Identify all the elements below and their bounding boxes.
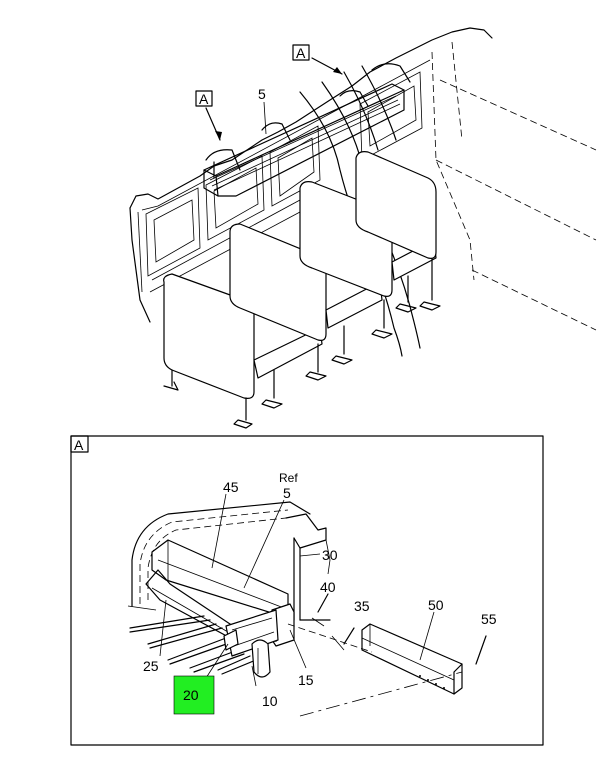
callout-30: 30 <box>322 547 338 563</box>
callout-10: 10 <box>262 693 278 709</box>
detail-view-a: A <box>70 435 544 746</box>
detail-view-tag: A <box>74 437 84 453</box>
callout-ref: Ref <box>279 471 298 485</box>
callout-20: 20 <box>183 687 199 703</box>
callout-35: 35 <box>354 598 370 614</box>
view-tag-right: A <box>296 45 306 61</box>
callout-15: 15 <box>298 672 314 688</box>
highlight-box-20 <box>173 675 215 715</box>
callout-5-upper: 5 <box>258 86 266 102</box>
callout-40: 40 <box>320 579 336 595</box>
callout-50: 50 <box>428 597 444 613</box>
callout-ref-5: 5 <box>283 485 291 501</box>
callout-55: 55 <box>481 611 497 627</box>
view-tag-left: A <box>199 91 209 107</box>
bus-interior-overview: A A 5 <box>129 27 597 429</box>
callout-45: 45 <box>223 479 239 495</box>
detail-frame <box>70 435 544 746</box>
callout-25: 25 <box>143 658 159 674</box>
